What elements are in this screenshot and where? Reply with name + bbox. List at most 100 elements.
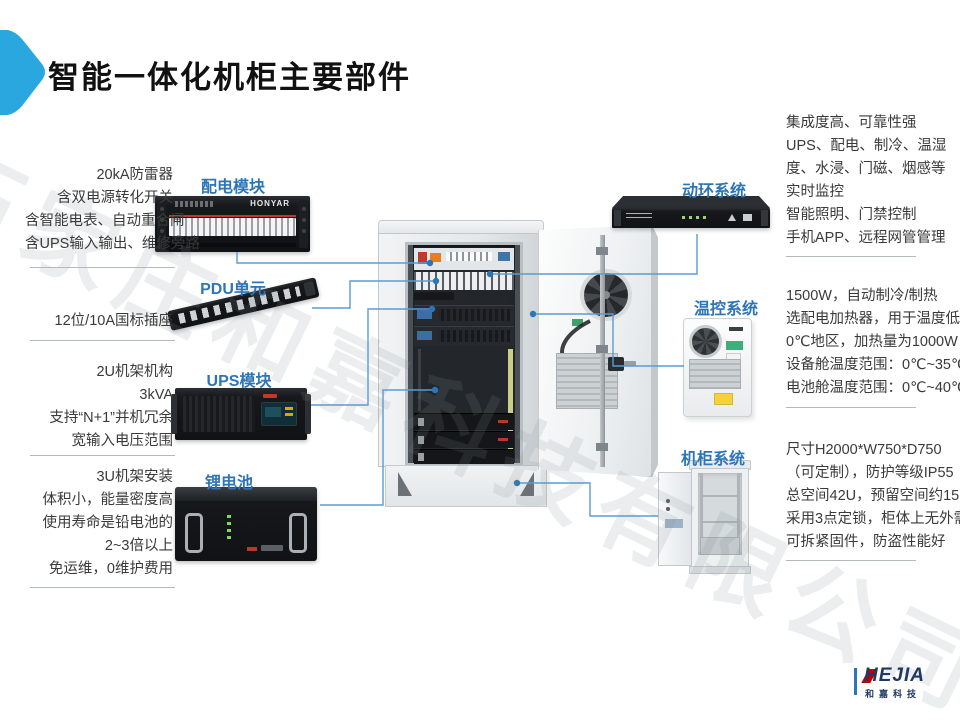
battery-led-column <box>227 515 231 543</box>
rack-rail-inner <box>418 349 421 411</box>
unit-front <box>612 208 770 228</box>
base-bracket <box>398 472 412 496</box>
battery-latch <box>418 418 424 426</box>
unit-leds <box>682 216 706 219</box>
rack-ear <box>299 200 308 248</box>
label-pdu-unit: PDU单元 <box>200 281 266 298</box>
spec-block-ups: 2U机架机构 3kVA 支持“N+1”并机冗余 宽输入电压范围 <box>25 361 173 453</box>
ups-display-small <box>417 331 432 340</box>
spec-line: （可定制），防护等级IP55 <box>786 465 954 481</box>
label-monitoring-system: 动环系统 <box>681 183 746 200</box>
rack-ear <box>761 210 768 226</box>
battery-text <box>498 438 508 441</box>
distribution-module-image: HONYAR <box>155 196 310 252</box>
sc-door-label <box>665 519 683 528</box>
sc-rail <box>737 473 740 555</box>
spec-line: 0℃地区，加热量为1000W <box>786 334 958 350</box>
climate-unit-image <box>683 318 752 417</box>
spec-line: 可拆紧固件，防盗性能好 <box>786 534 946 550</box>
cab-ups-2 <box>414 326 514 346</box>
panel-slot <box>169 243 296 247</box>
rack-rail <box>515 245 520 463</box>
battery-handle <box>185 513 203 553</box>
spec-line: 含智能电表、自动重合闸 <box>25 213 185 229</box>
battery-label <box>261 545 283 551</box>
breaker-row <box>169 218 296 236</box>
sc-base <box>689 566 751 574</box>
ups-module-image <box>171 388 311 440</box>
unit-top-face <box>612 196 770 208</box>
door-handle <box>608 357 624 371</box>
unit-warning-icon <box>728 214 736 221</box>
door-key <box>624 361 636 366</box>
spec-line: 免运维，0维护费用 <box>48 561 173 577</box>
divider <box>30 340 175 341</box>
spec-line: 使用寿命是铅电池的 <box>42 515 174 531</box>
rack-ear <box>157 200 166 248</box>
spec-line: 总空间42U，预留空间约15U <box>786 488 960 504</box>
sc-tray <box>700 537 740 555</box>
cabinet-base <box>385 465 547 507</box>
ups-brand-mark <box>263 394 277 398</box>
spec-line: 宽输入电压范围 <box>71 433 174 449</box>
sc-body <box>691 468 749 568</box>
pdu-endcap <box>303 280 317 297</box>
logo-bar <box>854 668 857 695</box>
spec-line: 实时监控 <box>786 184 844 200</box>
unit-text-lines <box>626 213 652 221</box>
spec-line: UPS、配电、制冷、温湿 <box>786 138 947 154</box>
rod-bracket <box>596 345 608 353</box>
monitoring-unit-image <box>612 196 770 234</box>
ups-mesh-small <box>438 309 510 321</box>
label-lithium-battery: 锂电池 <box>204 475 253 492</box>
spec-block-pdu: 12位/10A国标插座 <box>25 310 173 333</box>
chevron-decoration-icon <box>0 30 45 115</box>
ups-button <box>285 407 293 410</box>
label-climate-system: 温控系统 <box>693 301 758 318</box>
cab-dist-panel <box>414 248 514 270</box>
spec-line: 电池舱温度范围：0℃~40℃ <box>786 380 960 396</box>
ac-slot <box>729 327 743 331</box>
rack-ear <box>305 394 311 434</box>
cab-battery <box>414 449 514 464</box>
battery-latch <box>418 453 424 461</box>
battery-text <box>498 420 508 423</box>
spec-line: 集成度高、可靠性强 <box>786 115 917 131</box>
panel-red-line <box>169 215 296 217</box>
component-row <box>446 252 492 261</box>
ac-fan <box>689 325 722 358</box>
divider <box>786 407 916 408</box>
ac-yellow-sticker <box>714 393 733 405</box>
spec-line: 采用3点定锁，柜体上无外需 <box>786 511 960 527</box>
cabinet-system-image <box>656 460 751 575</box>
sc-rail <box>700 473 703 555</box>
label-distribution-module: 配电模块 <box>200 179 265 196</box>
cab-small-module <box>414 292 454 300</box>
divider <box>30 455 175 456</box>
spec-line: 3kVA <box>139 387 173 403</box>
ac-louver <box>689 359 741 389</box>
logo-wordmark: HEJIA <box>864 665 925 686</box>
spec-line: 含双电源转化开关 <box>57 190 173 206</box>
spec-line: 20kA防雷器 <box>96 167 173 183</box>
spec-block-monitoring: 集成度高、可靠性强 UPS、配电、制冷、温湿 度、水浸、门磁、烟感等 实时监控 … <box>786 112 956 250</box>
logo-subtext: 和嘉科技 <box>865 689 922 699</box>
brand-text: HONYAR <box>250 199 290 208</box>
spec-line: 支持“N+1”并机冗余 <box>49 410 173 426</box>
divider <box>30 267 175 268</box>
ups-mesh-grille <box>183 396 255 432</box>
cab-ups-1 <box>414 305 514 325</box>
label-cabinet-system: 机柜系统 <box>680 451 745 468</box>
cab-battery <box>414 431 514 448</box>
spec-line: 体积小，能量密度高 <box>42 492 174 508</box>
company-logo: HEJIA 和嘉科技 <box>848 664 952 706</box>
spec-line: 1500W，自动制冷/制热 <box>786 288 938 304</box>
spec-line: 12位/10A国标插座 <box>54 313 173 329</box>
cabinet-opening <box>405 242 523 466</box>
spec-line: 2~3倍以上 <box>104 538 173 554</box>
rack-ear <box>171 394 177 434</box>
battery-red-text <box>247 547 257 551</box>
divider <box>786 256 916 257</box>
page-title: 智能一体化机柜主要部件 <box>48 60 411 95</box>
